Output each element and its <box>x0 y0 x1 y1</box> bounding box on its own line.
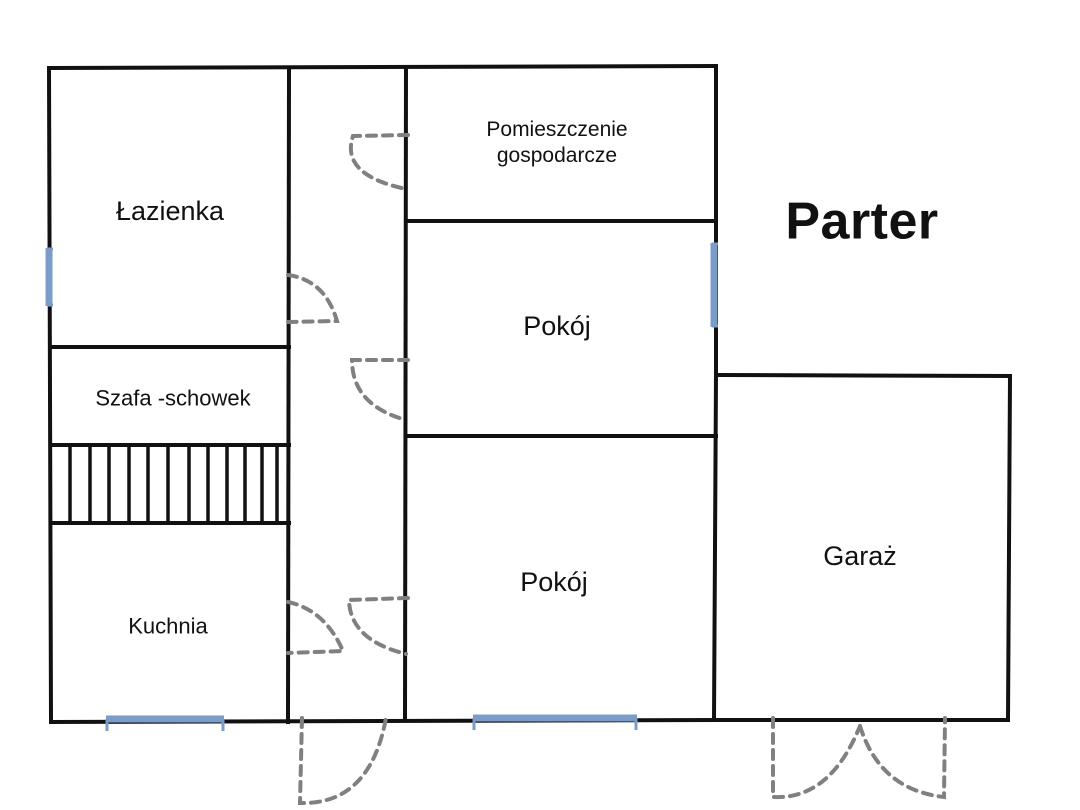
room-label-pomieszczenie-gospodarcze: Pomieszczenie gospodarcze <box>486 117 628 167</box>
staircase <box>68 445 279 523</box>
door-kuchnia-icon <box>286 600 347 655</box>
window-pokoj-2-icon <box>472 714 638 730</box>
door-pomieszczenie-icon <box>348 133 410 191</box>
wall-segment <box>46 65 54 725</box>
doors <box>286 133 947 806</box>
room-label-lazienka: Łazienka <box>115 196 225 227</box>
room-label-garaz: Garaż <box>823 541 897 572</box>
wall-segment <box>711 372 719 723</box>
room-label-pokoj-upper: Pokój <box>523 311 591 342</box>
door-lazienka-icon <box>286 273 340 324</box>
wall-segment <box>285 65 292 725</box>
window-pokoj-1-icon <box>710 242 718 328</box>
wall-segment <box>402 64 409 723</box>
room-label-szafa-schowek: Szafa -schowek <box>95 385 251 411</box>
door-entrance-icon <box>297 716 388 806</box>
door-garage-left-icon <box>771 716 862 800</box>
door-pokoj-2-icon <box>346 596 410 656</box>
door-pokoj-1-icon <box>349 358 410 422</box>
windows <box>45 242 718 731</box>
door-garage-right-icon <box>858 716 947 800</box>
room-label-kuchnia: Kuchnia <box>128 613 208 639</box>
wall-segment <box>46 63 719 71</box>
window-lazienka-icon <box>45 247 53 307</box>
window-kuchnia-icon <box>105 715 225 731</box>
wall-segment <box>713 372 1013 379</box>
wall-segment <box>1005 373 1013 723</box>
room-label-pokoj-lower: Pokój <box>520 567 588 598</box>
floor-title: Parter <box>785 192 939 251</box>
